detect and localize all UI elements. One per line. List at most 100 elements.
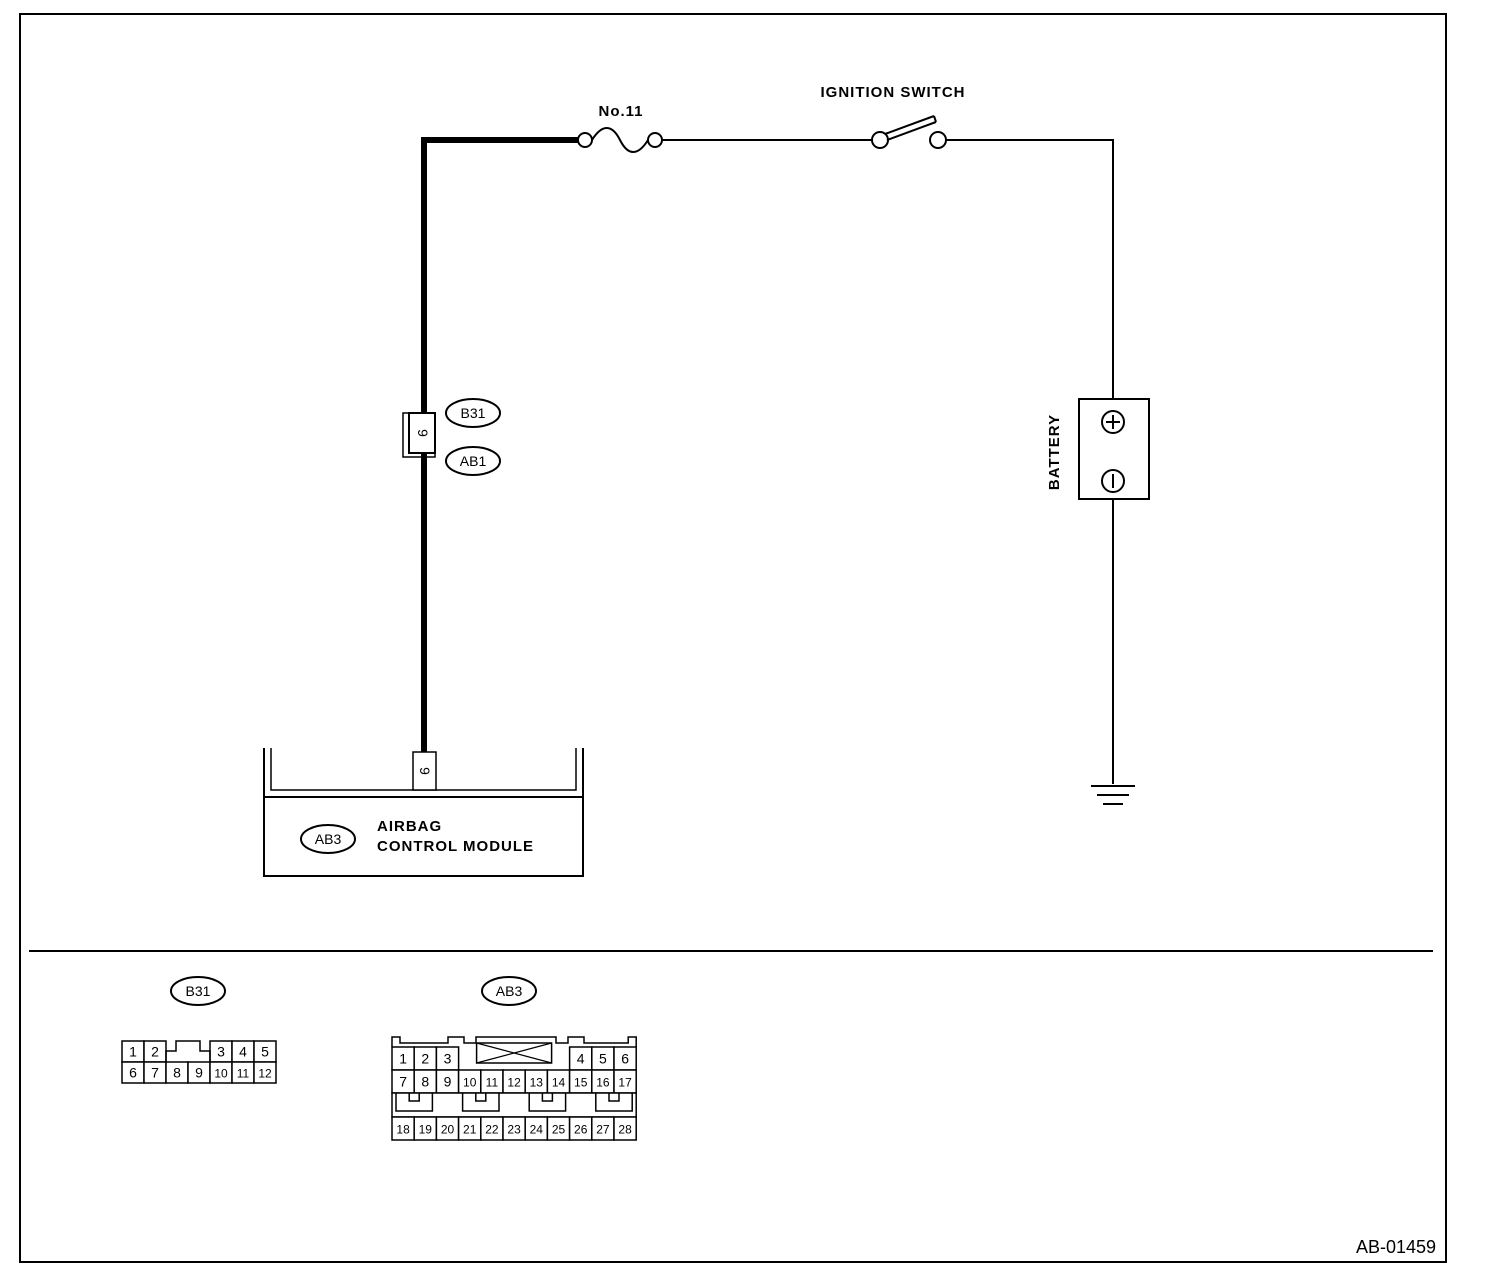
b31-pin-2: 2 bbox=[143, 1040, 167, 1063]
circuit bbox=[421, 137, 1114, 784]
svg-text:19: 19 bbox=[419, 1123, 433, 1137]
svg-text:14: 14 bbox=[552, 1076, 566, 1090]
svg-text:13: 13 bbox=[530, 1076, 544, 1090]
svg-text:8: 8 bbox=[173, 1065, 181, 1081]
svg-text:7: 7 bbox=[399, 1074, 407, 1090]
fuse-symbol bbox=[577, 127, 663, 153]
svg-text:11: 11 bbox=[237, 1067, 250, 1081]
module-connector-pin: 9 bbox=[417, 767, 433, 775]
ab3-housing-top bbox=[391, 1036, 637, 1047]
ab3-pin-23: 23 bbox=[502, 1116, 526, 1141]
b31-pin-9: 9 bbox=[187, 1061, 211, 1084]
svg-text:5: 5 bbox=[261, 1044, 269, 1060]
ab3-pin-6: 6 bbox=[613, 1046, 637, 1071]
svg-text:25: 25 bbox=[552, 1123, 566, 1137]
svg-text:20: 20 bbox=[441, 1123, 455, 1137]
svg-text:9: 9 bbox=[444, 1074, 452, 1090]
svg-text:23: 23 bbox=[507, 1123, 521, 1137]
svg-text:7: 7 bbox=[151, 1065, 159, 1081]
ab3-pin-20: 20 bbox=[435, 1116, 460, 1141]
module-id: AB3 bbox=[315, 831, 342, 847]
ab3-pin-3: 3 bbox=[435, 1046, 460, 1071]
b31-pin-12: 12 bbox=[253, 1061, 277, 1084]
module-name-line2: CONTROL MODULE bbox=[377, 838, 534, 855]
svg-text:26: 26 bbox=[574, 1123, 588, 1137]
fuse-label: No.11 bbox=[598, 103, 643, 120]
figure-reference: AB-01459 bbox=[1356, 1237, 1436, 1257]
ab3-view-badge bbox=[481, 976, 537, 1006]
svg-text:2: 2 bbox=[151, 1044, 159, 1060]
svg-text:9: 9 bbox=[195, 1065, 203, 1081]
ab3-pin-5: 5 bbox=[591, 1046, 615, 1071]
ab3-pin-28: 28 bbox=[613, 1116, 637, 1141]
ab3-pin-7: 7 bbox=[391, 1069, 415, 1094]
svg-text:6: 6 bbox=[621, 1051, 629, 1067]
svg-text:11: 11 bbox=[486, 1076, 499, 1090]
b31-pin-5: 5 bbox=[253, 1040, 277, 1063]
inline-connector-pin: 9 bbox=[415, 429, 431, 437]
ab3-pin-25: 25 bbox=[546, 1116, 571, 1141]
ignition-switch-label: IGNITION SWITCH bbox=[821, 84, 966, 101]
b31-pin-4: 4 bbox=[231, 1040, 255, 1063]
ab3-view-id: AB3 bbox=[496, 983, 523, 999]
b31-latch bbox=[165, 1040, 211, 1062]
svg-text:10: 10 bbox=[214, 1067, 228, 1081]
inline-connector bbox=[402, 412, 436, 458]
inline-connector-upper-id: B31 bbox=[461, 405, 486, 421]
svg-text:8: 8 bbox=[421, 1074, 429, 1090]
ab3-pin-13: 13 bbox=[524, 1069, 549, 1094]
battery-label: BATTERY bbox=[1046, 414, 1063, 490]
ab3-pin-10: 10 bbox=[457, 1069, 482, 1094]
b31-view-id: B31 bbox=[186, 983, 211, 999]
ab3-pin-4: 4 bbox=[568, 1046, 593, 1071]
ab3-pin-8: 8 bbox=[413, 1069, 438, 1094]
module-name-line1: AIRBAG bbox=[377, 818, 442, 835]
ab3-latch-row bbox=[391, 1092, 637, 1118]
svg-text:6: 6 bbox=[129, 1065, 137, 1081]
b31-pin-11: 11 bbox=[231, 1061, 255, 1084]
ab3-pin-24: 24 bbox=[524, 1116, 549, 1141]
airbag-control-module bbox=[263, 748, 584, 877]
b31-pin-10: 10 bbox=[209, 1061, 233, 1084]
svg-text:12: 12 bbox=[507, 1076, 521, 1090]
svg-text:2: 2 bbox=[421, 1051, 429, 1067]
ab3-pin-22: 22 bbox=[480, 1116, 504, 1141]
svg-text:3: 3 bbox=[217, 1044, 225, 1060]
svg-text:1: 1 bbox=[129, 1044, 137, 1060]
ab3-pin-12: 12 bbox=[502, 1069, 526, 1094]
ab3-pin-1: 1 bbox=[391, 1046, 415, 1071]
b31-pin-6: 6 bbox=[121, 1061, 145, 1084]
ab3-pin-27: 27 bbox=[591, 1116, 615, 1141]
ab3-pin-21: 21 bbox=[457, 1116, 482, 1141]
svg-text:28: 28 bbox=[618, 1123, 632, 1137]
ab3-pin-9: 9 bbox=[435, 1069, 460, 1094]
ab3-pin-26: 26 bbox=[568, 1116, 593, 1141]
ab3-pin-16: 16 bbox=[591, 1069, 615, 1094]
wire-switch-to-battery bbox=[946, 139, 1114, 410]
svg-text:22: 22 bbox=[485, 1123, 499, 1137]
ab3-pin-18: 18 bbox=[391, 1116, 415, 1141]
ab3-pin-15: 15 bbox=[568, 1069, 593, 1094]
b31-view-badge bbox=[170, 976, 226, 1006]
ignition-switch-symbol bbox=[871, 115, 947, 149]
svg-text:5: 5 bbox=[599, 1051, 607, 1067]
svg-text:27: 27 bbox=[596, 1123, 610, 1137]
harness-wire-thick bbox=[421, 137, 578, 752]
b31-pin-7: 7 bbox=[143, 1061, 167, 1084]
page-border bbox=[19, 13, 1447, 1263]
svg-text:15: 15 bbox=[574, 1076, 588, 1090]
ab3-pin-11: 11 bbox=[480, 1069, 504, 1094]
svg-text:18: 18 bbox=[396, 1123, 410, 1137]
b31-pin-1: 1 bbox=[121, 1040, 145, 1063]
svg-text:4: 4 bbox=[239, 1044, 247, 1060]
ground-symbol bbox=[1091, 785, 1135, 805]
inline-connector-lower-badge bbox=[445, 446, 501, 476]
module-badge bbox=[300, 824, 356, 854]
ab3-pin-19: 19 bbox=[413, 1116, 438, 1141]
svg-text:24: 24 bbox=[530, 1123, 544, 1137]
svg-text:3: 3 bbox=[444, 1051, 452, 1067]
ab3-pin-17: 17 bbox=[613, 1069, 637, 1094]
